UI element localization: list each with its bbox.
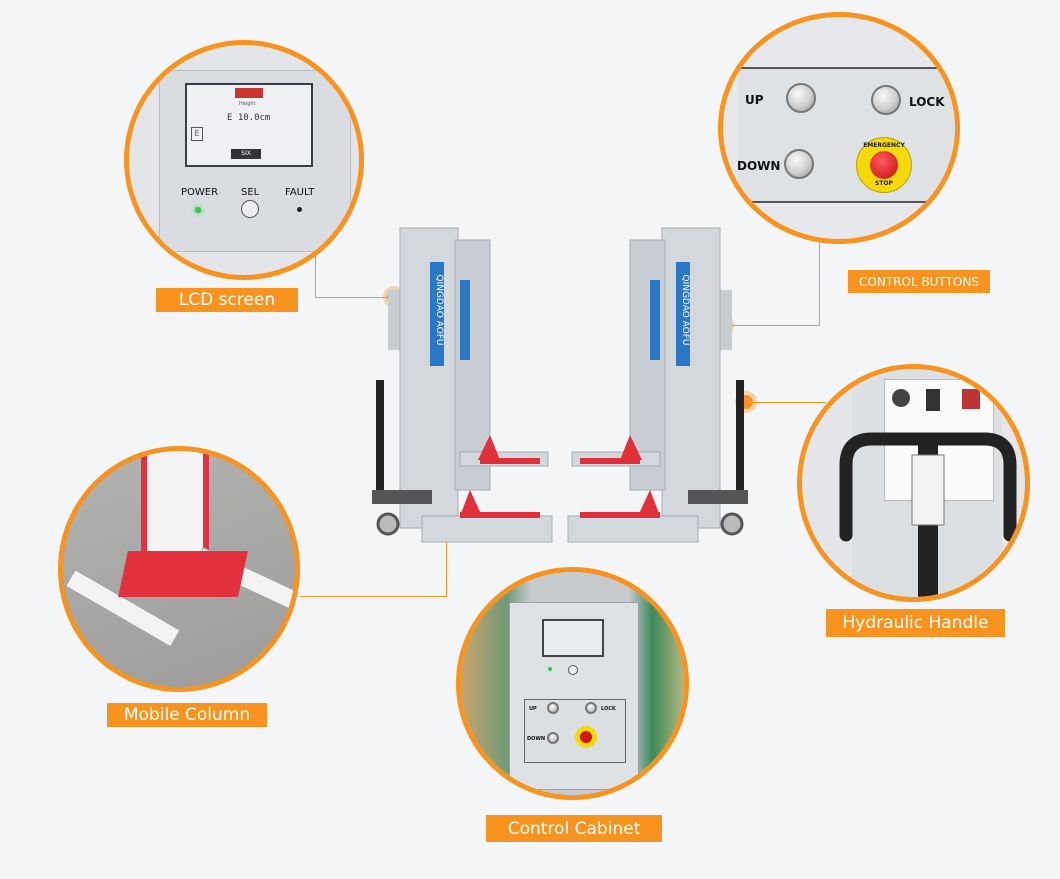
fault-led-icon [297, 207, 302, 212]
sel-button[interactable] [241, 200, 259, 218]
buttons-connector-vertical [819, 236, 820, 326]
cabinet-down-button[interactable] [547, 732, 559, 744]
control-buttons-label: CONTROL BUTTONS [848, 270, 990, 293]
lcd-screen-detail-circle: Height E 10.0cm E SIX POWER SEL FAULT [124, 40, 364, 280]
lcd-e-icon: E [191, 127, 203, 141]
lcd-height-value: E 10.0cm [227, 113, 271, 123]
power-led-icon [195, 207, 201, 213]
up-label: UP [745, 93, 764, 107]
right-column-branding: QINGDAO AOFU [680, 274, 690, 345]
handle-loop-icon [839, 432, 1017, 597]
buttons-connector-horizontal [724, 325, 820, 326]
hydraulic-handle-detail-circle [797, 364, 1030, 602]
cabinet-body: UP LOCK DOWN [509, 602, 639, 790]
power-label: POWER [181, 187, 219, 198]
emergency-stop-label-top: EMERGENCY [863, 142, 905, 149]
cabinet-emergency-stop-button[interactable] [575, 726, 597, 748]
lcd-connector-vertical [315, 244, 316, 297]
handle-connector [746, 402, 826, 403]
lcd-connector-horizontal [315, 297, 393, 298]
column-connector-horizontal [300, 596, 447, 597]
sel-label: SEL [241, 187, 260, 198]
control-buttons-detail-circle: UP LOCK DOWN EMERGENCY STOP [718, 12, 960, 244]
down-button[interactable] [784, 149, 814, 179]
lcd-height-title: Height [239, 101, 256, 107]
red-wheel-saddle [118, 551, 248, 597]
lcd-screen-label: LCD screen [156, 288, 298, 312]
sticker-icon-1 [892, 389, 910, 407]
sticker-icon-2 [926, 389, 940, 411]
cabinet-up-label: UP [529, 706, 537, 712]
up-button[interactable] [786, 83, 816, 113]
cabinet-down-label: DOWN [527, 736, 546, 742]
cabinet-up-button[interactable] [547, 702, 559, 714]
column-connector-vertical [446, 527, 447, 597]
right-lift-pair [567, 227, 748, 543]
lcd-logo [235, 88, 263, 98]
hydraulic-handle-label: Hydraulic Handle [826, 609, 1005, 637]
buttons-panel-plate [737, 67, 955, 203]
down-label: DOWN [737, 159, 781, 173]
cabinet-power-led-icon [548, 667, 552, 671]
emergency-stop-red-cap [870, 151, 898, 179]
control-cabinet-label: Control Cabinet [486, 815, 662, 842]
cabinet-button-plate: UP LOCK DOWN [524, 699, 626, 763]
mobile-column-label: Mobile Column [107, 703, 267, 727]
lcd-mode-indicator: SIX [231, 149, 261, 159]
emergency-stop-label-bottom: STOP [875, 180, 893, 187]
cabinet-lock-button[interactable] [585, 702, 597, 714]
mobile-column-detail-circle [58, 446, 300, 692]
cabinet-lock-label: LOCK [601, 706, 616, 712]
fault-label: FAULT [285, 187, 315, 198]
emergency-stop-button[interactable]: EMERGENCY STOP [856, 137, 912, 193]
lock-button[interactable] [871, 85, 901, 115]
lcd-display: Height E 10.0cm E SIX [185, 83, 313, 167]
lock-label: LOCK [909, 95, 945, 109]
mobile-column-lifts-illustration: QINGDAO AOFU QINGDAO AOFU [372, 227, 748, 543]
cabinet-sel-button[interactable] [568, 665, 578, 675]
control-cabinet-detail-circle: UP LOCK DOWN [456, 567, 689, 800]
cabinet-lcd [542, 619, 604, 657]
left-column-branding: QINGDAO AOFU [434, 274, 444, 345]
left-lift-pair: QINGDAO AOFU [372, 227, 553, 543]
sticker-icon-3 [962, 389, 980, 409]
cabinet-emergency-red-cap [580, 731, 592, 743]
